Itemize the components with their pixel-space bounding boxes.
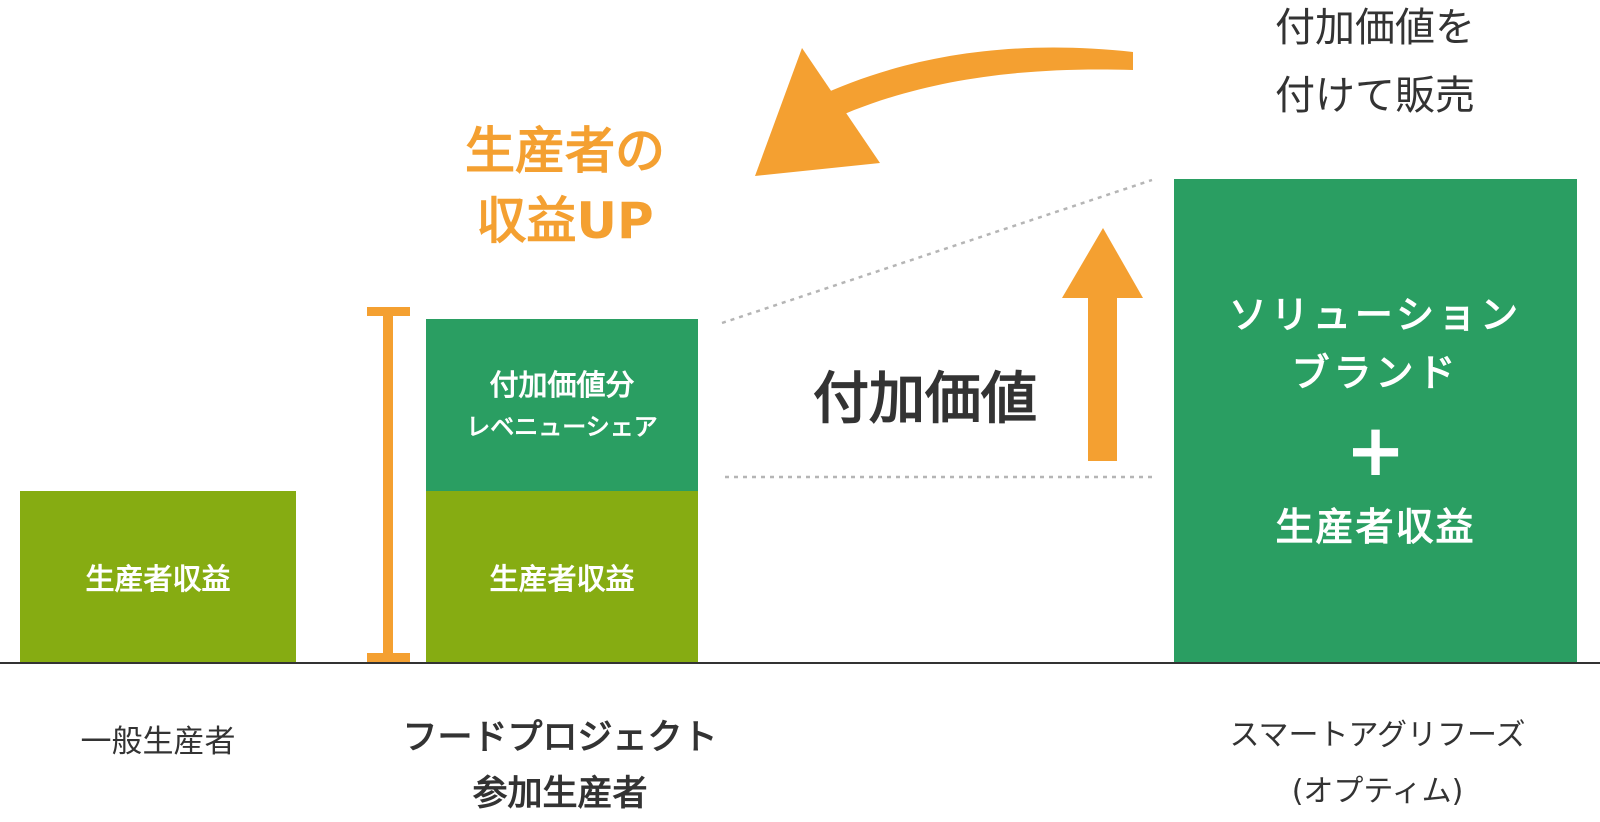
up-arrow-icon (1062, 228, 1143, 461)
income-up-line2: 収益UP (476, 192, 654, 250)
curved-arrow-icon (755, 47, 1133, 176)
general-producer-text: 一般生産者 (80, 724, 236, 760)
plus-icon: + (1345, 407, 1406, 492)
block-label: 生産者収益 (489, 561, 635, 596)
added-value-share-block: 付加価値分 レベニューシェア (426, 319, 698, 491)
project-producer-income-block: 生産者収益 (426, 491, 698, 662)
block-label-line2: ブランド (1291, 350, 1460, 395)
block-label-line2: レベニューシェア (466, 413, 658, 441)
block-label-line1: 付加価値分 (489, 368, 635, 402)
food-project-label: フードプロジェクト 参加生産者 (380, 710, 740, 822)
general-producer-label: 一般生産者 (20, 715, 296, 770)
added-value-annotation: 付加価値 (813, 367, 1037, 432)
food-project-line2: 参加生産者 (472, 774, 648, 814)
dotted-guide-top (721, 178, 1153, 325)
sell-with-added-value-annotation: 付加価値を 付けて販売 (1245, 0, 1505, 130)
smart-agri-line1: スマートアグリフーズ (1229, 718, 1526, 753)
baseline-divider (0, 662, 1600, 664)
income-up-line1: 生産者の (465, 122, 665, 180)
sell-line2: 付けて販売 (1275, 73, 1475, 119)
smart-agri-label: スマートアグリフーズ (オプティム) (1180, 708, 1575, 820)
general-producer-income-block: 生産者収益 (20, 491, 296, 662)
income-up-annotation: 生産者の 収益UP (440, 116, 690, 256)
solution-brand-block: ソリューション ブランド + 生産者収益 (1174, 179, 1577, 662)
bracket-icon (367, 307, 410, 662)
smart-agri-line2: (オプティム) (1291, 774, 1464, 809)
block-label-line3: 生産者収益 (1275, 504, 1476, 549)
sell-line1: 付加価値を (1275, 5, 1475, 51)
block-label: 生産者収益 (85, 561, 231, 596)
block-label-line1: ソリューション (1228, 292, 1523, 337)
food-project-line1: フードプロジェクト (402, 718, 718, 758)
